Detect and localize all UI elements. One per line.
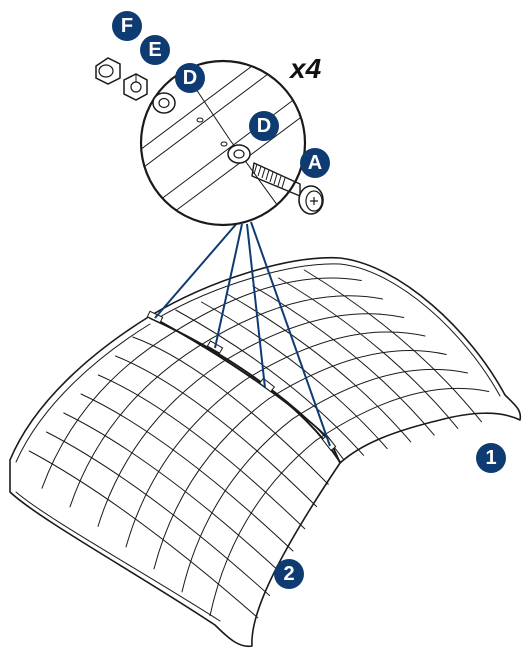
callout-badge-d-inner: D: [249, 111, 279, 141]
cap-nut-icon: [95, 57, 121, 85]
panel-grid-line: [220, 313, 405, 364]
curved-panel-right: [149, 256, 522, 464]
panel-grid-line: [244, 331, 426, 381]
panel-grid-line: [28, 450, 259, 619]
nut-icon: [123, 73, 148, 101]
panel-grid-line: [97, 374, 306, 530]
panel-grid-line: [226, 293, 412, 443]
panel-grid-line: [175, 309, 365, 456]
curved-panel-left: [9, 315, 341, 648]
panel-grid-line: [181, 418, 293, 593]
svg-text:D: D: [183, 67, 197, 89]
panel-grid-line: [69, 346, 198, 508]
callout-badge-part-1: 1: [476, 443, 506, 473]
washer-icon: [227, 144, 251, 164]
panel-grid-line: [303, 269, 482, 423]
callout-badge-e: E: [140, 35, 170, 65]
panel-grid-line: [197, 295, 383, 348]
svg-text:D: D: [257, 115, 271, 137]
panel-grid-line: [200, 301, 388, 450]
panel-grid-line: [153, 398, 270, 570]
panel-grid-line: [278, 277, 459, 429]
callout-badge-f: F: [112, 11, 142, 41]
svg-text:A: A: [308, 152, 322, 174]
panel-grid-line: [41, 331, 175, 489]
callout-badge-d-outer: D: [175, 63, 205, 93]
panel-grid-line: [268, 350, 447, 400]
callout-badge-a: A: [300, 148, 330, 178]
panel-grid-line: [63, 412, 282, 574]
panel-grid-line: [97, 362, 222, 527]
quantity-label: x4: [288, 53, 322, 84]
svg-text:F: F: [121, 15, 133, 37]
svg-text:2: 2: [283, 563, 294, 585]
detail-circle: [139, 59, 307, 227]
panel-grid-line: [125, 379, 246, 548]
bolt-icon: [251, 162, 324, 215]
panel-grid-line: [209, 439, 317, 617]
panel-grid-line: [132, 336, 329, 485]
panel-grid-line: [115, 355, 317, 507]
panel-grid-line: [80, 393, 294, 552]
leader-lines: [154, 221, 331, 447]
svg-text:E: E: [148, 39, 161, 61]
callout-badge-part-2: 2: [274, 559, 304, 589]
panel-grid-line: [173, 277, 362, 333]
svg-text:1: 1: [485, 447, 496, 469]
washer-icon: [152, 92, 176, 114]
panel-grid-line: [46, 431, 270, 596]
panel-grid-line: [315, 387, 490, 441]
